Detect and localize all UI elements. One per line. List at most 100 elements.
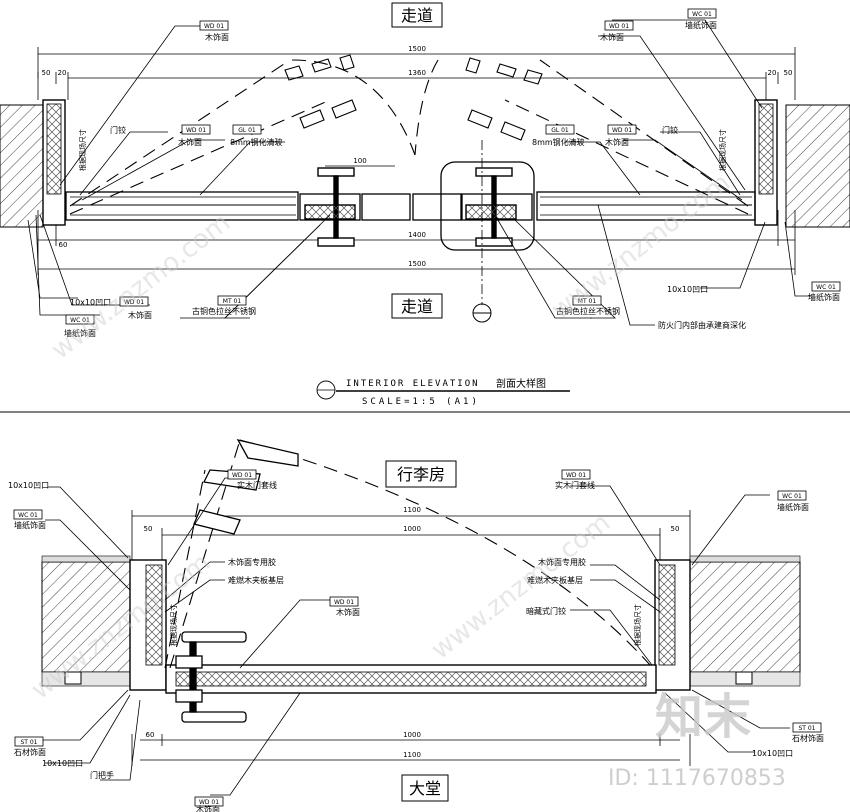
label-site-left: 根据现场尺寸 [78,129,87,171]
svg-text:WD 01: WD 01 [199,799,219,806]
door-handle [175,631,247,723]
dim-50-left: 50 [42,69,51,77]
svg-text:WD 01: WD 01 [124,299,144,306]
wall-left [0,104,44,228]
watermark-site-2: www.znzmo.com [546,168,736,326]
label-hinge-right: 门铰 [662,125,678,135]
label-glue-left: 木饰面专用胶 [228,557,276,567]
dim-1500-top: 1500 [408,45,426,53]
detail-callout-box [440,161,535,251]
svg-text:MT 01: MT 01 [578,298,597,305]
caption-scale: SCALE=1:5 (A1) [362,397,480,407]
dim-50-right: 50 [784,69,793,77]
svg-text:WD 01: WD 01 [566,472,586,479]
top-annotations: 墙纸饰面 木饰面 木饰面 门铰 木饰面 8mm钢化清玻 8mm钢化清玻 木饰面 … [64,20,840,338]
room-bottom-label: 大堂 [409,779,441,798]
door-leaves [65,191,756,221]
dim-50-tl: 50 [144,525,153,533]
label-glass-right: 8mm钢化清玻 [532,137,585,147]
dim-60: 60 [59,241,68,249]
watermark-id: ID: 1117670853 [608,766,786,791]
svg-text:GL 01: GL 01 [551,127,569,134]
label-board-left: 难燃木夹板基层 [228,575,284,585]
dim-1100-top: 1100 [403,506,421,514]
label-solid-right: 实木门套线 [555,480,595,490]
label-stone-right: 石材饰面 [792,733,824,743]
label-handle: 门把手 [90,770,114,780]
corridor-top-box [391,2,443,28]
top-plan: 走道 走道 1500 1360 50 20 20 50 100 1400 150… [0,2,850,407]
svg-text:WC 01: WC 01 [18,512,38,519]
label-wood-left2: 木饰面 [178,137,202,147]
svg-text:WD 01: WD 01 [204,23,224,30]
label-groove-br: 10x10凹口 [752,749,793,758]
bottom-leaders [40,477,790,796]
label-solid-left: 实木门套线 [237,480,277,490]
corridor-top-label: 走道 [401,6,433,25]
bottom-annotations: 10x10凹口 墙纸饰面 实木门套线 实木门套线 墙纸饰面 木饰面专用胶 难燃木… [8,480,824,812]
label-wood-mid: 木饰面 [336,607,360,617]
room-top-box [385,460,457,488]
label-steel-right: 古铜色拉丝不锈钢 [556,306,620,316]
wall-bottom-right [689,561,801,673]
svg-text:WC 01: WC 01 [692,11,712,18]
wall-right [785,104,850,228]
svg-text:WD 01: WD 01 [186,127,206,134]
door-swing-arcs [69,59,749,215]
label-wallpaper-tl: 墙纸饰面 [14,520,46,530]
dim-1100-bottom: 1100 [403,751,421,759]
door-handles [304,167,517,247]
label-wallpaper-tr-b: 墙纸饰面 [777,502,809,512]
corridor-bottom-label: 走道 [401,297,433,316]
room-bottom-box [401,774,449,802]
dim-1000-bottom: 1000 [403,731,421,739]
svg-text:WC 01: WC 01 [816,284,836,291]
open-door-outlines [284,54,543,141]
dim-20-right: 20 [768,69,777,77]
caption-title-en: INTERIOR ELEVATION [346,379,480,389]
dim-1360: 1360 [408,69,426,77]
wall-bottom-left [41,561,131,673]
label-wood-tr: 木饰面 [600,32,624,42]
dim-1400: 1400 [408,231,426,239]
label-wood-bl: 木饰面 [128,310,152,320]
bottom-material-tags: WD 01 WD 01 WC 01 WC 01 WD 01 ST 01 ST 0… [13,469,822,807]
svg-text:WD 01: WD 01 [334,599,354,606]
label-stone-left: 石材饰面 [14,747,46,757]
watermark-logo: 知末 [655,689,751,745]
label-groove-left: 10x10凹口 [70,298,111,307]
svg-text:WC 01: WC 01 [70,317,90,324]
label-wood-right2: 木饰面 [605,137,629,147]
label-steel-left: 古铜色拉丝不锈钢 [192,306,256,316]
svg-text:GL 01: GL 01 [238,127,256,134]
caption-title-cn: 剖面大样图 [496,377,546,390]
dim-1000-top: 1000 [403,525,421,533]
label-concealed-hinge: 暗藏式门铰 [526,606,566,616]
elevation-caption: INTERIOR ELEVATION 剖面大样图 SCALE=1:5 (A1) [316,377,570,407]
dim-100: 100 [353,157,366,165]
dim-60-b: 60 [146,731,155,739]
label-hinge-left: 门铰 [110,125,126,135]
dim-1500-bottom: 1500 [408,260,426,268]
svg-text:ST 01: ST 01 [798,725,815,732]
label-glue-right: 木饰面专用胶 [538,557,586,567]
label-site-right: 根据现场尺寸 [718,129,727,171]
bottom-plan: 行李房 大堂 1100 1000 50 50 60 1000 1100 [8,439,824,812]
corridor-bottom-box [391,293,443,319]
label-wallpaper-tr: 墙纸饰面 [685,20,717,30]
watermark-site-1: www.znzmo.com [46,208,236,366]
label-groove-bl: 10x10凹口 [42,759,83,768]
label-wallpaper-br: 墙纸饰面 [808,292,840,302]
label-groove-right: 10x10凹口 [667,285,708,294]
svg-text:WC 01: WC 01 [782,493,802,500]
label-wood-bottom: 木饰面 [196,804,220,812]
label-site-right-b: 根据现场尺寸 [633,604,642,646]
label-board-right: 难燃木夹板基层 [527,575,583,585]
svg-text:ST 01: ST 01 [20,739,37,746]
svg-text:WD 01: WD 01 [612,127,632,134]
label-fire-door: 防火门内部由承建商深化 [658,320,746,330]
label-glass-left: 8mm钢化清玻 [230,137,283,147]
dim-20-left: 20 [58,69,67,77]
label-wallpaper-bl: 墙纸饰面 [64,328,96,338]
